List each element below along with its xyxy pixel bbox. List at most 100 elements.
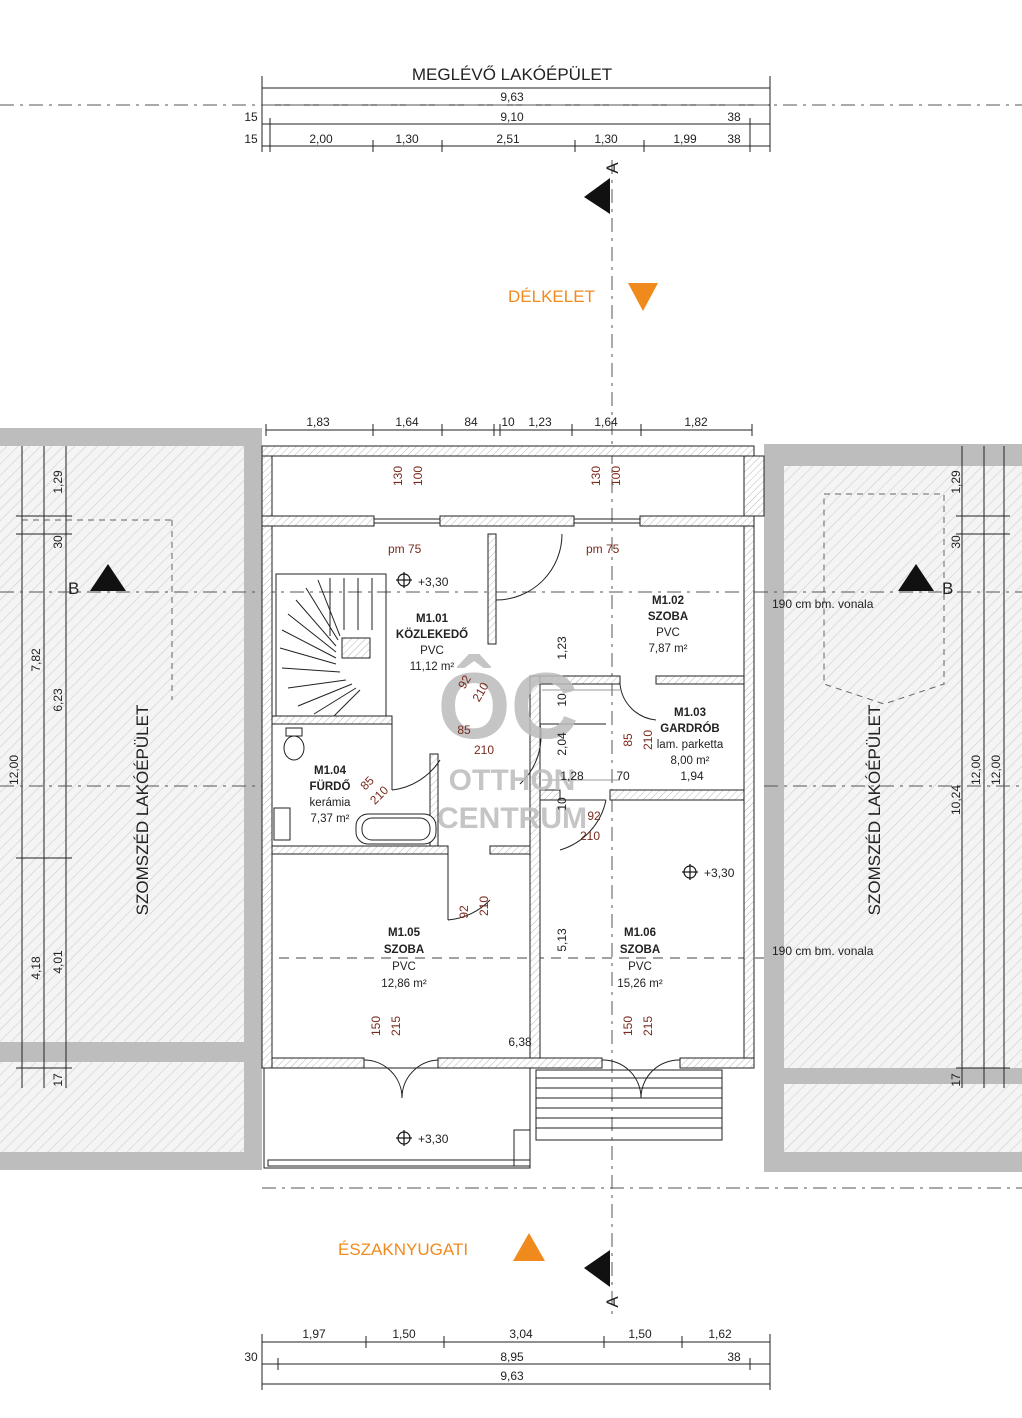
dim-int-5: 1,28 <box>560 769 584 783</box>
wardrobe-fixtures <box>542 689 620 781</box>
opening-d6a: 92 <box>457 905 471 919</box>
dim-int-1: 5,13 <box>555 928 569 952</box>
orientation-top: DÉLKELET <box>508 287 595 306</box>
opening-d4b: 210 <box>641 730 655 750</box>
dim-top-part-5: 1,30 <box>594 132 618 146</box>
room-area-m105: 12,86 m² <box>381 978 427 990</box>
opening-f1a: 150 <box>369 1016 383 1036</box>
section-b-left-arrow <box>90 564 126 591</box>
opening-d5a: 92 <box>587 809 601 823</box>
opening-w2a: 130 <box>589 466 603 486</box>
dim-left-2: 30 <box>51 535 65 549</box>
room-area-m106: 15,26 m² <box>617 978 663 990</box>
level-marker-icon <box>396 572 698 1146</box>
stair <box>275 573 387 717</box>
steps <box>535 1069 723 1141</box>
level-3: +3,30 <box>418 1132 449 1146</box>
dim-top-part-4: 2,51 <box>496 132 520 146</box>
level-2: +3,30 <box>704 866 735 880</box>
room-floor-m102: PVC <box>656 627 680 639</box>
opening-f1b: 215 <box>389 1016 403 1036</box>
room-floor-m103: lam. parketta <box>657 739 724 751</box>
room-code-m103: M1.03 <box>674 707 706 719</box>
room-floor-m106: PVC <box>628 961 652 973</box>
dim-top-part-3: 1,30 <box>395 132 419 146</box>
dim-bottom-part-1: 1,97 <box>302 1327 326 1341</box>
dim-bottom-part-5: 1,62 <box>708 1327 732 1341</box>
neighbor-left-label: SZOMSZÉD LAKÓÉPÜLET <box>133 705 152 916</box>
room-code-m105: M1.05 <box>388 927 421 939</box>
dim-right-4: 12,00 <box>969 755 983 785</box>
dim-right-1: 1,29 <box>949 470 963 494</box>
orientation-bottom-arrow <box>513 1233 545 1261</box>
watermark-logo: ÔC <box>438 653 579 758</box>
bottom-dimension-lines <box>261 1334 771 1390</box>
note-pm-1: pm 75 <box>388 542 422 556</box>
section-a-bottom-label: A <box>603 1296 622 1308</box>
dim-int-7: 1,94 <box>680 769 704 783</box>
neighbor-right <box>764 444 1022 1172</box>
opening-d2b: 210 <box>474 743 494 757</box>
dim-top-mid-2: 9,10 <box>500 110 524 124</box>
room-floor-m105: PVC <box>392 961 416 973</box>
dim-inner-3: 84 <box>464 415 478 429</box>
section-b-right-arrow <box>898 564 934 591</box>
section-a-top-arrow <box>584 178 610 214</box>
dim-top-mid-1: 15 <box>244 110 258 124</box>
top-windows <box>374 518 640 524</box>
terrace <box>263 1067 531 1169</box>
opening-w1a: 130 <box>391 466 405 486</box>
dim-left-6: 4,18 <box>29 956 43 980</box>
dim-int-3: 1,23 <box>555 636 569 660</box>
dim-int-4: 2,04 <box>555 732 569 756</box>
left-dimension-lines <box>16 446 72 1088</box>
inner-top-dimension-lines <box>265 424 753 436</box>
room-area-m103: 8,00 m² <box>671 755 710 767</box>
orientation-top-arrow <box>628 283 658 311</box>
dim-left-8: 17 <box>51 1073 65 1087</box>
dim-bottom-part-2: 1,50 <box>392 1327 416 1341</box>
room-code-m102: M1.02 <box>652 595 684 607</box>
room-code-m104: M1.04 <box>314 765 347 777</box>
walls <box>261 445 765 1069</box>
door-swings <box>363 533 681 1099</box>
dim-inner-1: 1,83 <box>306 415 330 429</box>
dim-top-part-2: 2,00 <box>309 132 333 146</box>
room-code-m106: M1.06 <box>624 927 656 939</box>
dim-bottom-part-3: 3,04 <box>509 1327 533 1341</box>
room-area-m104: 7,37 m² <box>311 813 350 825</box>
room-name-m106: SZOBA <box>620 944 660 956</box>
dim-int-8: 10 <box>555 693 569 707</box>
right-dimension-lines <box>956 446 1010 1088</box>
dim-bottom-mid-3: 38 <box>727 1350 741 1364</box>
dim-left-4: 6,23 <box>51 688 65 712</box>
room-name-m104: FÜRDŐ <box>310 780 351 793</box>
room-code-m101: M1.01 <box>416 613 449 625</box>
opening-d6b: 210 <box>477 896 491 916</box>
dim-bottom-total: 9,63 <box>500 1369 524 1383</box>
neighbor-right-label: SZOMSZÉD LAKÓÉPÜLET <box>865 705 884 916</box>
room-name-m103: GARDRÓB <box>660 722 719 735</box>
dim-inner-7: 1,82 <box>684 415 708 429</box>
room-area-m102: 7,87 m² <box>649 643 688 655</box>
room-name-m101: KÖZLEKEDŐ <box>396 628 468 641</box>
dim-right-6: 17 <box>949 1073 963 1087</box>
neighbor-left <box>0 428 262 1170</box>
opening-f2b: 215 <box>641 1016 655 1036</box>
opening-d2a: 85 <box>457 723 471 737</box>
dim-top-part-1: 15 <box>244 132 258 146</box>
opening-d4a: 85 <box>621 733 635 747</box>
top-dimension-lines <box>261 76 771 152</box>
room-name-m102: SZOBA <box>648 611 688 623</box>
dim-top-total: 9,63 <box>500 90 524 104</box>
dim-inner-2: 1,64 <box>395 415 419 429</box>
dim-top-part-6: 1,99 <box>673 132 697 146</box>
note-line-2: 190 cm bm. vonala <box>772 944 874 958</box>
dim-inner-5: 1,23 <box>528 415 552 429</box>
dim-left-1: 1,29 <box>51 470 65 494</box>
dim-top-part-7: 38 <box>727 132 741 146</box>
room-area-m101: 11,12 m² <box>410 661 455 673</box>
watermark-line-1: OTTHON <box>449 764 576 797</box>
room-floor-m101: PVC <box>420 645 444 657</box>
